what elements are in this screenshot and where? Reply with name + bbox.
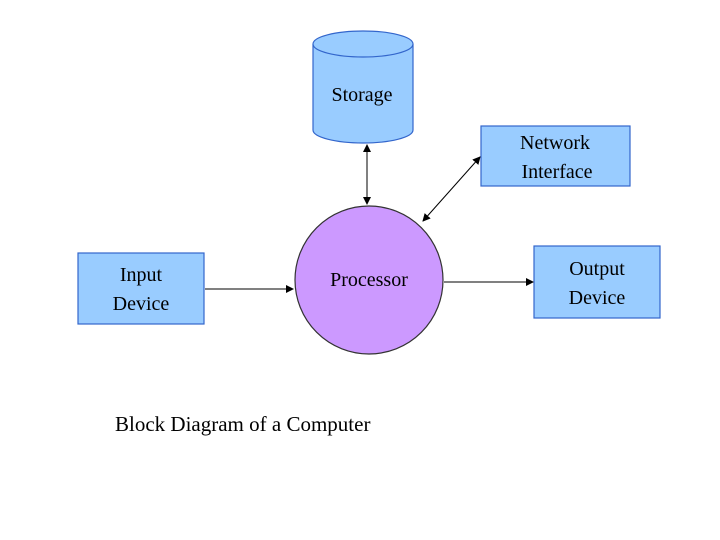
- input-device-label-line-2: Device: [113, 293, 170, 315]
- network-interface-label-line-2: Interface: [521, 161, 592, 183]
- output-device-label-line-2: Device: [569, 287, 626, 309]
- storage-cylinder-top: [312, 30, 414, 58]
- diagram-caption: Block Diagram of a Computer: [115, 412, 370, 436]
- output-device-box: [533, 245, 661, 319]
- network-interface-box: [480, 125, 631, 187]
- storage-cylinder-body: [312, 44, 414, 144]
- storage-label: Storage: [331, 84, 392, 106]
- output-device-node: Output Device: [533, 245, 661, 319]
- network-interface-node: Network Interface: [480, 125, 631, 187]
- processor-node: Processor: [294, 205, 444, 355]
- processor-circle: [294, 205, 444, 355]
- storage-node: Storage: [312, 30, 414, 144]
- input-device-node: Input Device: [77, 252, 205, 325]
- input-device-label-line-1: Input: [120, 264, 163, 286]
- network-interface-label-line-1: Network: [520, 132, 590, 154]
- network-processor-arrow: [422, 156, 481, 222]
- input-device-box: [77, 252, 205, 325]
- processor-label: Processor: [330, 269, 408, 291]
- output-device-label-line-1: Output: [569, 258, 625, 280]
